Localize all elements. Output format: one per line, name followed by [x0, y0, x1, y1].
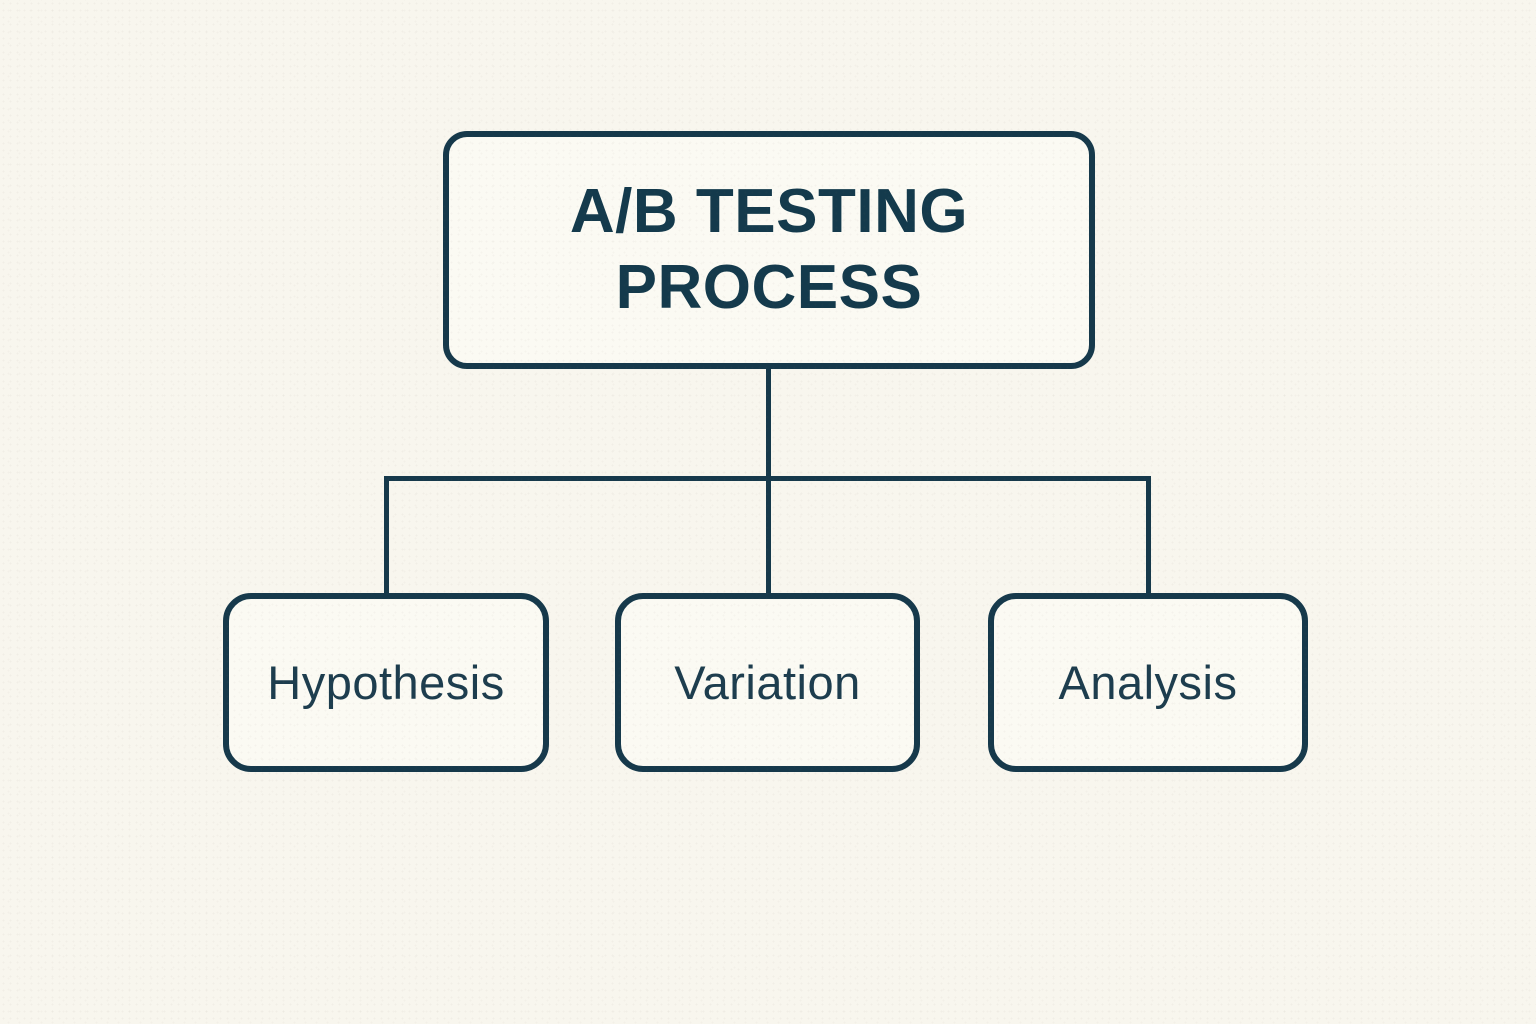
node-analysis: Analysis: [988, 593, 1308, 772]
connector-drop-hypothesis: [384, 476, 389, 596]
node-variation: Variation: [615, 593, 920, 772]
node-ab-testing-process: A/B TESTING PROCESS: [443, 131, 1095, 369]
connector-root-stem: [766, 369, 771, 481]
child-node-label: Hypothesis: [267, 656, 505, 709]
connector-drop-variation: [766, 476, 771, 596]
root-node-label: A/B TESTING PROCESS: [569, 177, 969, 322]
node-hypothesis: Hypothesis: [223, 593, 549, 772]
child-node-label: Variation: [674, 656, 861, 709]
connector-drop-analysis: [1146, 476, 1151, 596]
child-node-label: Analysis: [1058, 656, 1238, 709]
